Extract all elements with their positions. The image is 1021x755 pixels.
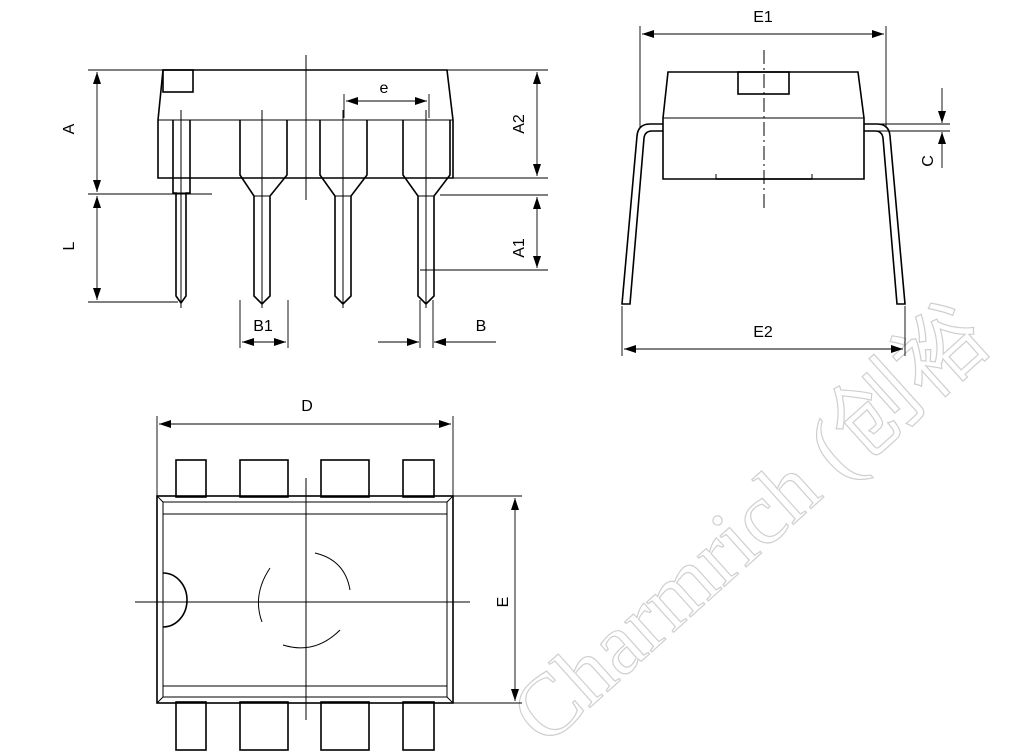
top-view-circle-mark-left	[257, 567, 271, 623]
top-view-pin-6	[320, 459, 370, 498]
side-view: E1 C E2	[621, 9, 950, 356]
watermark: Charmrich (创裕	[493, 286, 1008, 755]
front-pin-1	[172, 110, 191, 308]
top-view-pin-4	[402, 701, 435, 751]
front-pin-3	[319, 110, 368, 308]
dim-e2-label: E2	[753, 324, 773, 341]
front-pin-2	[239, 110, 288, 308]
top-view-pin-5	[402, 459, 435, 498]
dim-a2-label: A2	[511, 114, 528, 134]
side-lead-right	[864, 123, 906, 305]
dim-a-label: A	[61, 123, 78, 134]
top-view-pin-1	[175, 701, 207, 751]
top-view-pin-7	[239, 459, 289, 498]
front-view: A L e A2 A1 B1 B	[61, 55, 548, 348]
top-view-body-inner	[162, 501, 448, 698]
top-view-pin-3	[320, 701, 370, 751]
dim-b-label: B	[476, 318, 487, 335]
dim-c-label: C	[920, 155, 937, 167]
dim-l-label: L	[61, 241, 78, 250]
top-view-pin-2	[239, 701, 289, 751]
top-view: D E	[135, 398, 522, 751]
top-view-pin1-notch	[162, 572, 188, 628]
dim-d-label: D	[301, 398, 313, 415]
side-lead-left	[621, 123, 663, 305]
dim-e-label: E	[495, 597, 512, 608]
top-view-circle-mark-top	[314, 552, 351, 591]
front-pin-4	[402, 110, 451, 308]
top-view-circle-mark-bottom	[282, 629, 341, 649]
watermark-text: Charmrich (创裕	[493, 287, 1006, 755]
top-view-body-outline	[156, 495, 454, 704]
dim-b1-label: B1	[253, 318, 273, 335]
dim-e1-label: E1	[753, 9, 773, 26]
dim-a1-label: A1	[511, 238, 528, 258]
dim-e-label: e	[380, 80, 389, 97]
front-pin1-notch	[162, 69, 194, 93]
top-view-pin-8	[175, 459, 207, 498]
